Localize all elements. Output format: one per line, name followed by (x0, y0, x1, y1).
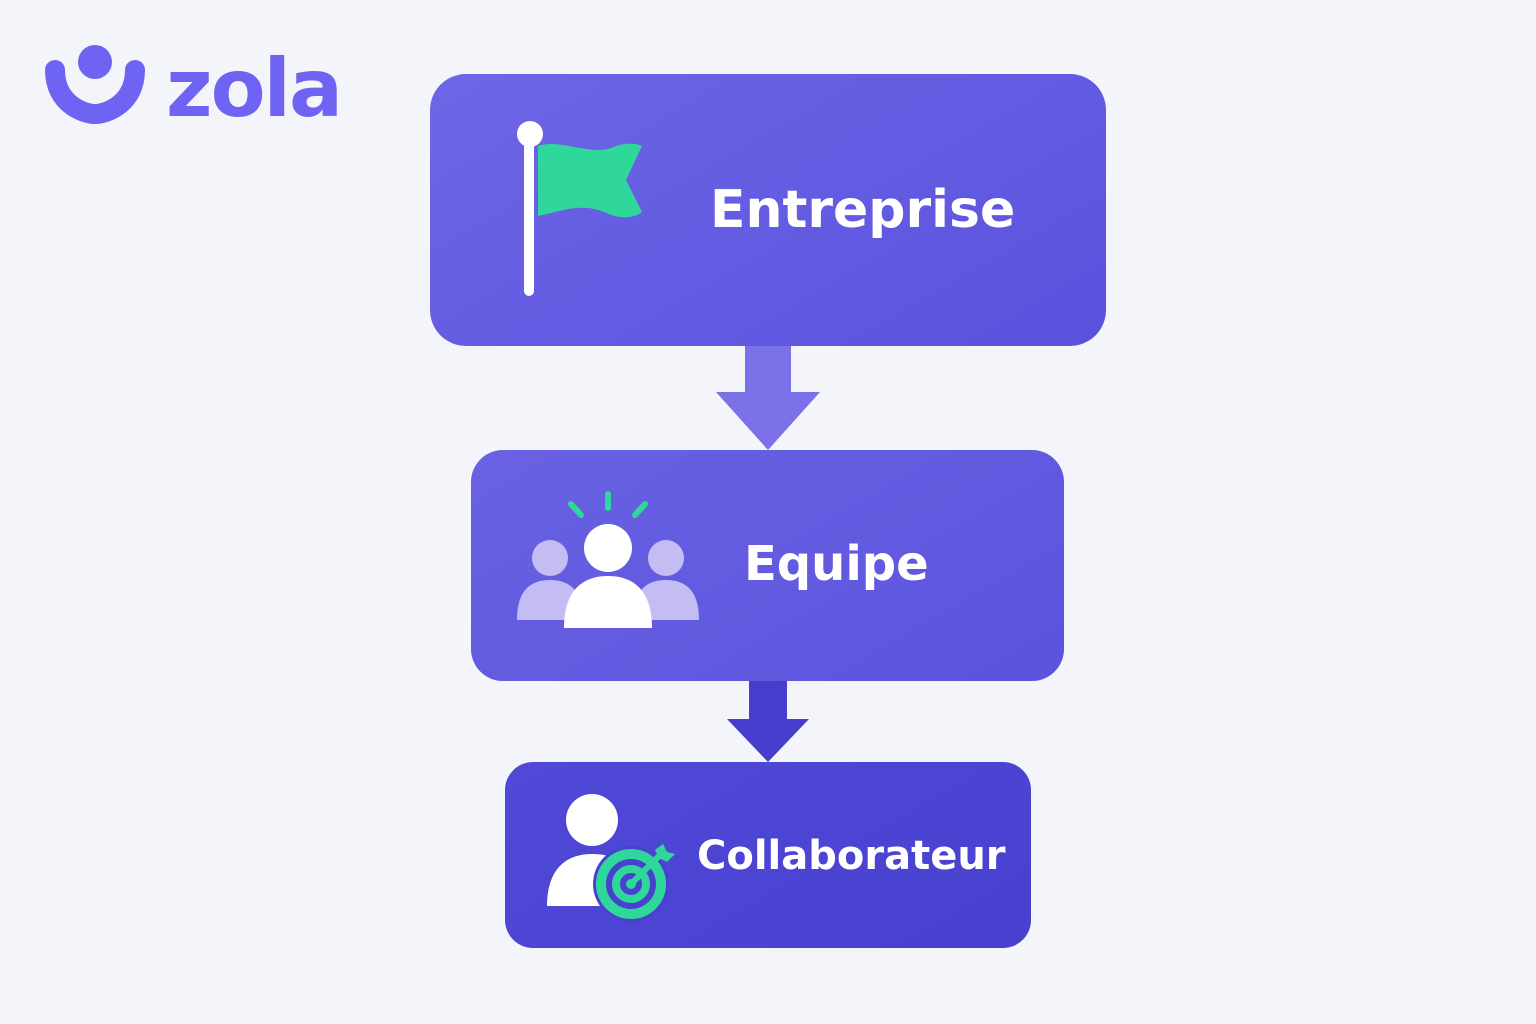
brand-name: zola (166, 42, 343, 135)
zola-logo: zola (44, 44, 343, 129)
smile-logo-icon (45, 45, 145, 124)
person-target-icon (547, 794, 675, 922)
flag-icon (517, 121, 642, 296)
level-label-collaborateur: Collaborateur (697, 833, 1006, 879)
hierarchy-level-entreprise: Entreprise (430, 74, 1106, 346)
level-label-equipe: Equipe (744, 536, 929, 592)
hierarchy-level-collaborateur: Collaborateur (505, 762, 1031, 948)
arrow-down-2 (727, 681, 809, 762)
hierarchy-level-equipe: Equipe (471, 450, 1064, 681)
team-icon (517, 491, 699, 628)
level-label-entreprise: Entreprise (710, 180, 1016, 240)
arrow-down-1 (716, 346, 820, 450)
